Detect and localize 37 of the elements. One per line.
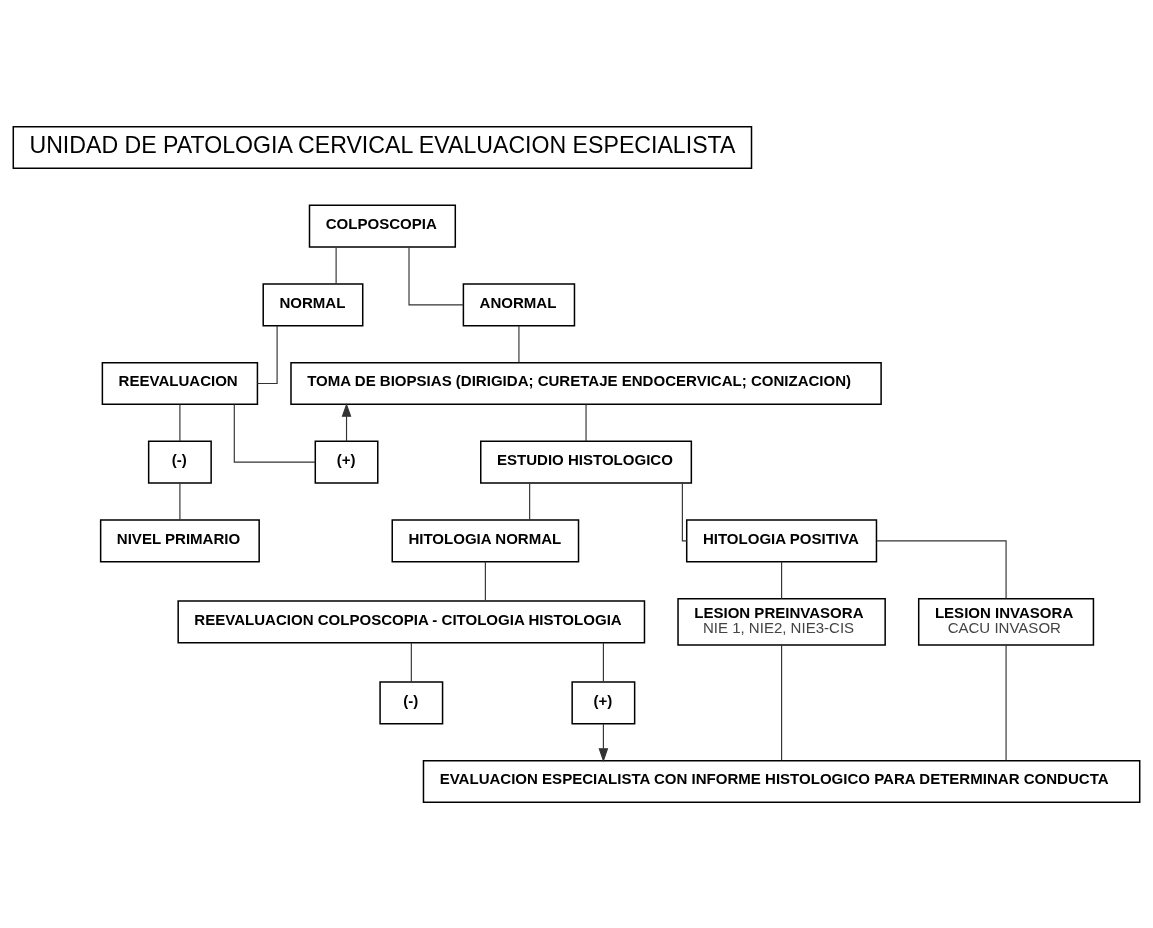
connector (681, 482, 688, 541)
node-box: (+) (314, 440, 379, 484)
node-box: LESION INVASORA CACU INVASOR (917, 597, 1095, 646)
connector (876, 539, 1007, 599)
connector (335, 246, 337, 284)
connector (408, 246, 464, 305)
connector (179, 482, 181, 520)
node-box: NORMAL (262, 282, 364, 326)
node-box: TOMA DE BIOPSIAS (DIRIGIDA; CURETAJE ENDOCERVICAL; CONIZACION) (290, 361, 882, 405)
node-box: EVALUACION ESPECIALISTA CON INFORME HISTOLOGICO PARA DETERMINAR CONDUCTA (422, 759, 1141, 803)
arrow (598, 722, 609, 762)
node-box: ESTUDIO HISTOLOGICO (480, 440, 693, 484)
connector (585, 403, 587, 442)
node-box: REEVALUACION COLPOSCOPIA - CITOLOGIA HISTOLOGIA (177, 599, 646, 643)
connector (256, 324, 278, 384)
node-box: HITOLOGIA POSITIVA (685, 518, 878, 562)
node-box: HITOLOGIA NORMAL (391, 518, 580, 562)
arrow (341, 402, 352, 442)
node-box: NIVEL PRIMARIO (99, 518, 260, 562)
node-box: LESION PREINVASORA NIE 1, NIE2, NIE3-CIS (677, 597, 886, 646)
connector (233, 403, 316, 463)
node-box: REEVALUACION (101, 361, 259, 405)
connector (781, 560, 783, 599)
connector (410, 641, 412, 682)
connector (518, 324, 520, 363)
connector (529, 482, 531, 520)
node-box: (+) (571, 680, 636, 724)
connector (484, 560, 486, 601)
connector (179, 403, 181, 442)
node-box: UNIDAD DE PATOLOGIA CERVICAL EVALUACION ESPECIALISTA (12, 125, 753, 169)
node-box: (-) (147, 440, 212, 484)
connector (602, 641, 604, 682)
connector (1005, 644, 1007, 761)
node-box: COLPOSCOPIA (308, 204, 457, 248)
connector (781, 644, 783, 761)
node-box: ANORMAL (462, 282, 576, 326)
node-box: (-) (379, 680, 444, 724)
